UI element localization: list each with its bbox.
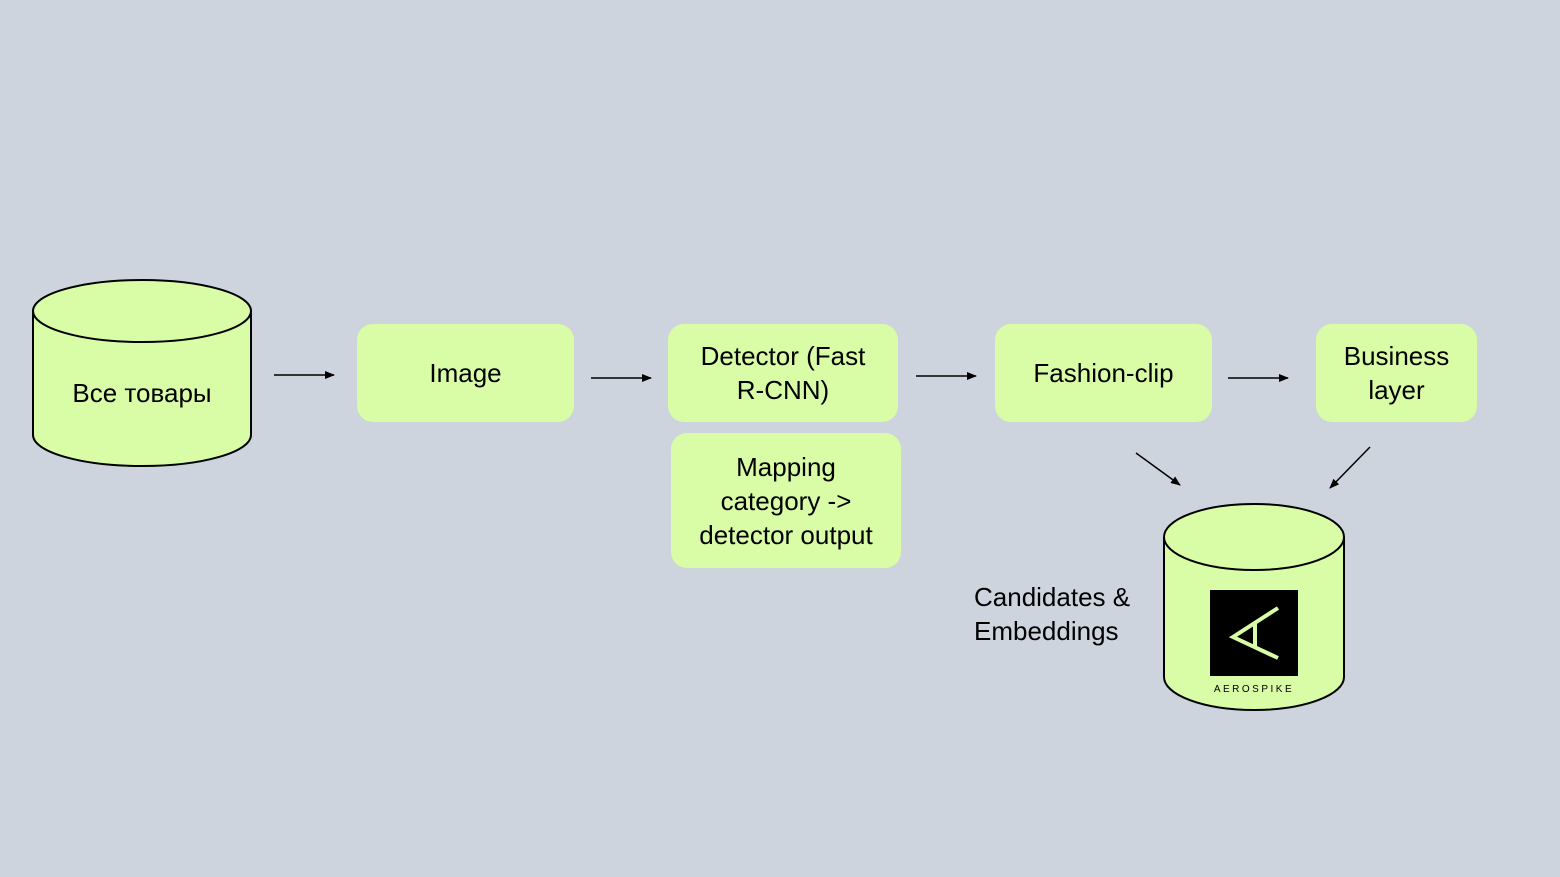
aerospike-logo-text: AEROSPIKE [1214,684,1294,695]
arrow-fashion-clip-to-storage [1135,452,1181,486]
storage-label: Candidates & Embeddings [974,582,1131,646]
fashion-clip-node: Fashion-clip [995,324,1212,422]
image-node: Image [357,324,574,422]
detector-node-label: Detector (Fast R-CNN) [700,341,866,405]
mapping-node-label: Mapping category -> detector output [699,451,873,550]
all-products-cylinder [32,279,252,467]
image-node-label: Image [429,358,502,388]
all-products-label: Все товары [72,378,212,408]
mapping-node: Mapping category -> detector output [671,433,901,568]
fashion-clip-node-label: Fashion-clip [1033,358,1174,388]
arrow-business-to-storage [1329,446,1371,489]
business-layer-node: Business layer [1316,324,1477,422]
detector-node: Detector (Fast R-CNN) [668,324,898,422]
aerospike-logo-icon [1210,590,1298,676]
business-layer-node-label: Business layer [1343,341,1450,405]
